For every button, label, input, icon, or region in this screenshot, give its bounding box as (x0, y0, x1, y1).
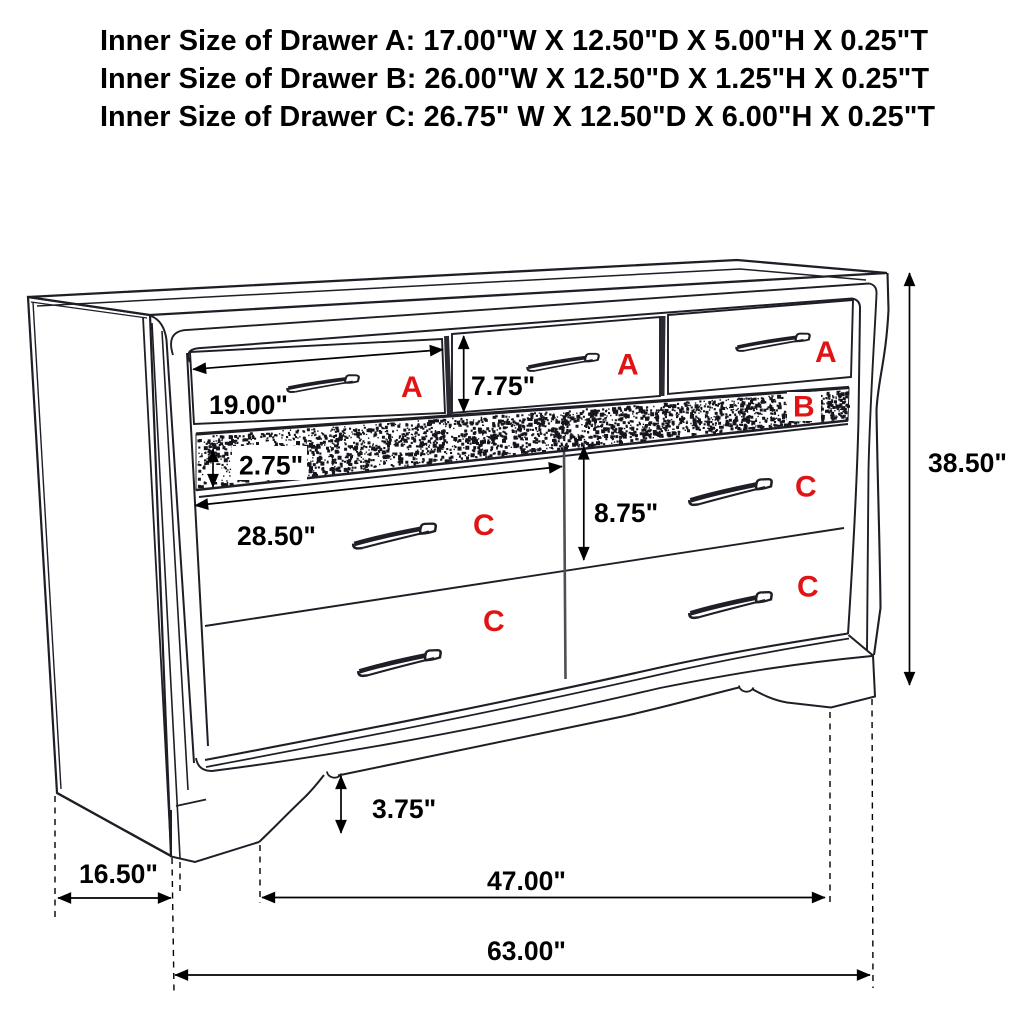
svg-text:38.50": 38.50" (928, 448, 1007, 478)
svg-text:47.00": 47.00" (487, 866, 566, 896)
svg-text:28.50": 28.50" (237, 521, 316, 551)
svg-text:C: C (473, 509, 495, 542)
svg-text:16.50": 16.50" (79, 859, 158, 889)
svg-text:8.75": 8.75" (594, 498, 658, 528)
svg-text:A: A (401, 371, 423, 404)
svg-text:19.00": 19.00" (209, 390, 288, 420)
svg-text:Inner Size of Drawer A: 17.00": Inner Size of Drawer A: 17.00"W X 12.50"… (100, 25, 928, 57)
svg-text:A: A (815, 336, 837, 369)
svg-text:7.75": 7.75" (471, 371, 535, 401)
svg-text:2.75": 2.75" (239, 451, 303, 481)
svg-text:Inner Size of Drawer C: 26.75": Inner Size of Drawer C: 26.75" W X 12.50… (100, 101, 935, 133)
svg-text:C: C (797, 571, 819, 604)
svg-text:C: C (795, 471, 817, 504)
svg-text:B: B (793, 391, 815, 424)
svg-text:3.75": 3.75" (372, 794, 436, 824)
svg-text:Inner Size of Drawer B: 26.00": Inner Size of Drawer B: 26.00"W X 12.50"… (100, 63, 929, 95)
svg-text:C: C (483, 605, 505, 638)
svg-text:A: A (617, 349, 639, 382)
svg-text:63.00": 63.00" (487, 936, 566, 966)
